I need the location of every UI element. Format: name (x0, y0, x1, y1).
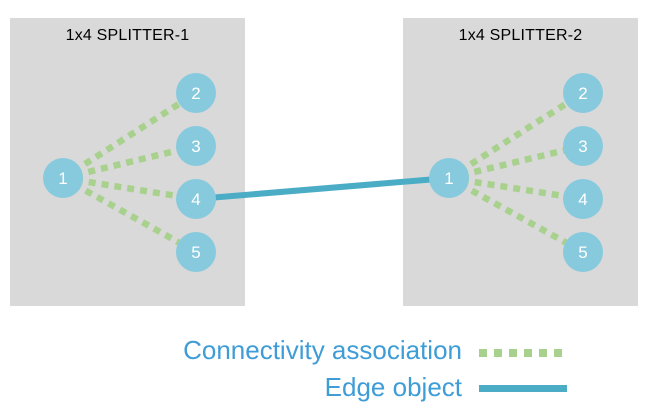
node-circle (429, 158, 469, 198)
node-circle (176, 73, 216, 113)
splitter-1-node-3: 3 (176, 126, 216, 166)
splitter-1-node-4: 4 (176, 179, 216, 219)
node-circle (176, 179, 216, 219)
splitter-1-node-5: 5 (176, 232, 216, 272)
association-line (62, 142, 197, 182)
legend-connectivity-sample-line (479, 349, 567, 357)
association-line (448, 142, 584, 182)
splitter-1-node-2: 2 (176, 73, 216, 113)
node-circle (563, 126, 603, 166)
node-label: 3 (578, 137, 587, 156)
association-line (61, 90, 198, 181)
node-label: 4 (191, 190, 200, 209)
splitter-2-title: 1x4 SPLITTER-2 (458, 27, 583, 44)
node-label: 3 (191, 137, 200, 156)
association-line (447, 90, 585, 181)
legend-edge-sample-line (479, 385, 567, 392)
node-circle (563, 179, 603, 219)
node-label: 4 (578, 190, 587, 209)
splitter-2-node-3: 3 (563, 126, 603, 166)
splitter-1-node-1: 1 (43, 158, 83, 198)
node-label: 5 (578, 243, 587, 262)
legend-connectivity-label: Connectivity association (183, 335, 462, 365)
association-line (448, 174, 584, 203)
legend-edge-label: Edge object (324, 372, 462, 402)
association-line (62, 174, 197, 203)
node-label: 1 (58, 169, 67, 188)
splitter-1-title: 1x4 SPLITTER-1 (65, 27, 190, 44)
splitter-2-node-4: 4 (563, 179, 603, 219)
node-circle (563, 73, 603, 113)
splitter-2-node-1: 1 (429, 158, 469, 198)
node-circle (43, 158, 83, 198)
node-circle (563, 232, 603, 272)
node-circle (176, 126, 216, 166)
splitter-2-node-5: 5 (563, 232, 603, 272)
node-label: 2 (191, 84, 200, 103)
node-label: 5 (191, 243, 200, 262)
edge-line (195, 175, 450, 202)
node-label: 1 (444, 169, 453, 188)
node-label: 2 (578, 84, 587, 103)
node-circle (176, 232, 216, 272)
splitter-2-node-2: 2 (563, 73, 603, 113)
